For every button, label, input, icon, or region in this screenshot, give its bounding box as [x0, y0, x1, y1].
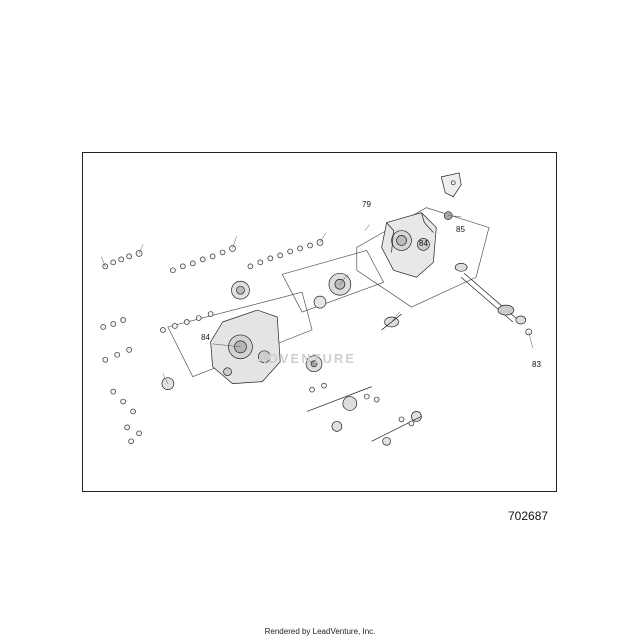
upper-right-bracket [440, 172, 462, 198]
right-housing [381, 212, 437, 278]
callout-79: 79 [362, 200, 371, 209]
callout-84-top: 84 [419, 239, 428, 248]
callout-85: 85 [456, 225, 465, 234]
left-housing [210, 309, 281, 384]
document-number: 702687 [508, 509, 549, 523]
callout-84-left: 84 [201, 333, 210, 342]
main-gears [161, 272, 422, 446]
center-assembly-box [167, 291, 313, 378]
watermark: ADVENTURE [257, 351, 356, 366]
output-shaft [454, 262, 533, 336]
seal-85-part [443, 211, 453, 220]
upper-right-assembly-box [356, 207, 490, 308]
diagram-frame: ADVENTURE 79 84 85 84 83 [82, 152, 557, 492]
callout-83: 83 [532, 360, 541, 369]
left-gear-part [161, 377, 175, 390]
exploded-parts-diagram [100, 172, 533, 446]
leader-lines [101, 215, 533, 384]
middle-shaft-box [281, 250, 385, 313]
small-parts-rows [100, 239, 415, 445]
rendered-by-footer: Rendered by LeadVenture, Inc. [264, 627, 376, 636]
